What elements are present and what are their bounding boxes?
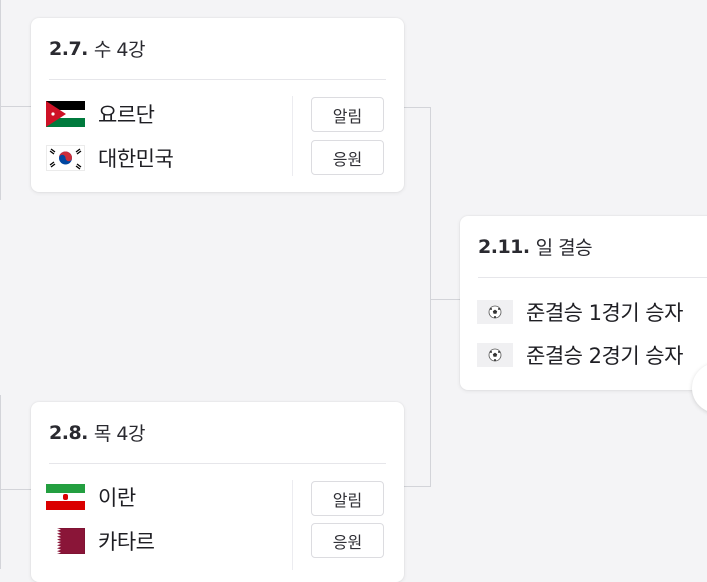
team-row[interactable]: 준결승 1경기 승자 xyxy=(477,297,683,327)
match-round: 목 4강 xyxy=(93,423,146,445)
bracket-connector xyxy=(404,486,430,487)
cheer-button[interactable]: 응원 xyxy=(311,140,384,175)
team-name: 이란 xyxy=(98,486,136,510)
match-round: 일 결승 xyxy=(535,237,593,259)
match-header: 2.7. 수 4강 xyxy=(49,18,386,80)
match-header: 2.8. 목 4강 xyxy=(49,402,386,464)
qatar-flag-icon xyxy=(46,528,85,554)
divider xyxy=(292,96,293,176)
korea-flag-icon xyxy=(46,145,85,171)
bracket-connector xyxy=(0,106,31,107)
semifinal-match-card-2: 2.8. 목 4강 이란 카타르 알림 응원 xyxy=(31,402,404,582)
team-row[interactable]: 이란 xyxy=(46,482,136,512)
soccer-ball-icon xyxy=(477,300,513,324)
team-name: 카타르 xyxy=(98,530,155,554)
bracket-connector xyxy=(430,299,460,300)
cheer-button[interactable]: 응원 xyxy=(311,523,384,558)
semifinal-match-card-1: 2.7. 수 4강 요르단 xyxy=(31,18,404,192)
match-date: 2.11. xyxy=(478,235,530,258)
soccer-ball-icon xyxy=(477,343,513,367)
team-row[interactable]: 대한민국 xyxy=(46,143,174,173)
match-header: 2.11. 일 결승 xyxy=(478,216,707,278)
bracket-connector xyxy=(0,0,1,200)
bracket-connector xyxy=(430,107,431,487)
final-match-card: 2.11. 일 결승 준결승 1경기 승자 준결승 2경기 승자 xyxy=(460,216,707,390)
bracket-connector xyxy=(404,107,430,108)
match-round: 수 4강 xyxy=(93,39,146,61)
team-name: 준결승 1경기 승자 xyxy=(526,301,683,325)
alert-button[interactable]: 알림 xyxy=(311,97,384,132)
bracket-connector xyxy=(0,395,1,569)
team-name: 준결승 2경기 승자 xyxy=(526,344,683,368)
team-row[interactable]: 카타르 xyxy=(46,526,155,556)
team-name: 요르단 xyxy=(98,103,155,127)
alert-button[interactable]: 알림 xyxy=(311,481,384,516)
match-date: 2.8. xyxy=(49,421,88,444)
iran-flag-icon xyxy=(46,484,85,510)
divider xyxy=(292,480,293,570)
team-row[interactable]: 준결승 2경기 승자 xyxy=(477,340,683,370)
scroll-next-button[interactable] xyxy=(692,363,707,413)
match-date: 2.7. xyxy=(49,37,88,60)
team-name: 대한민국 xyxy=(98,147,174,171)
bracket-connector xyxy=(0,489,31,490)
jordan-flag-icon xyxy=(46,101,85,127)
team-row[interactable]: 요르단 xyxy=(46,99,155,129)
